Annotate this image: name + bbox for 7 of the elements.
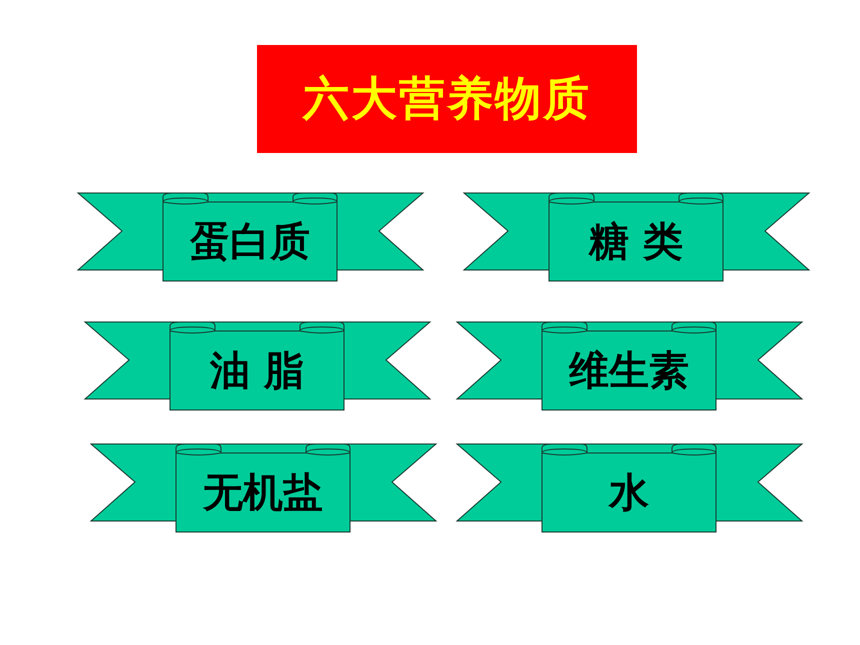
banner-label: 维生素 (568, 346, 690, 396)
banner-label: 蛋白质 (188, 216, 311, 266)
banner-label: 油 脂 (208, 346, 305, 396)
title-banner: 六大营养物质 (257, 45, 637, 153)
banner-label: 无机盐 (202, 468, 324, 518)
banner-label: 水 (607, 468, 650, 518)
banner-label: 糖 类 (587, 216, 684, 266)
